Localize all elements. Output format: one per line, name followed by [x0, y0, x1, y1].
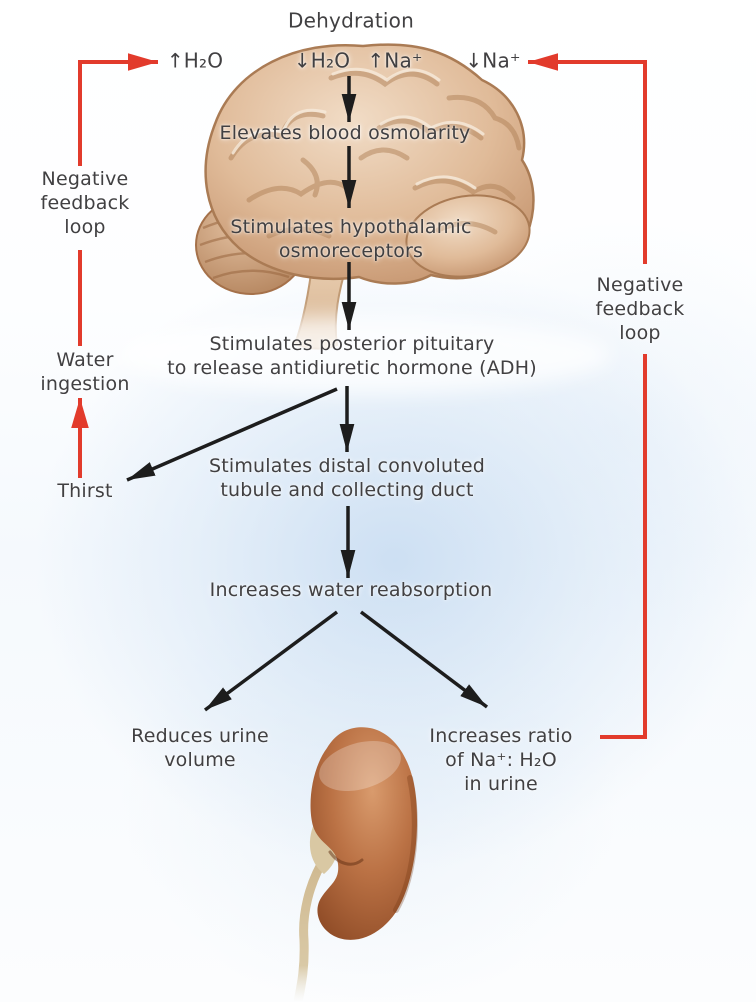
- label-h2o-decrease: ↓H₂O: [293, 48, 351, 73]
- node-hypothalamic-osmoreceptors: Stimulates hypothalamic osmoreceptors: [230, 216, 472, 262]
- arrow-reabsorption-to-na-ratio: [359, 610, 489, 709]
- label-h2o-increase: ↑H₂O: [166, 48, 224, 73]
- kidney-body: [310, 727, 418, 940]
- node-posterior-pituitary: Stimulates posterior pituitary to releas…: [167, 333, 537, 379]
- node-elevates-osmolarity: Elevates blood osmolarity: [219, 122, 471, 145]
- node-reduces-urine-volume: Reduces urine volume: [131, 725, 269, 771]
- feedback-arrow-left-to-h2o: [78, 53, 158, 166]
- ureter: [293, 851, 331, 1002]
- feedback-line-right-lower: [600, 354, 647, 739]
- label-negative-feedback-left: Negative feedback loop: [40, 168, 130, 238]
- brain-gyri-highlights: [231, 67, 485, 190]
- diagram-title: Dehydration: [288, 8, 414, 33]
- brain-gyri: [228, 70, 522, 239]
- node-thirst: Thirst: [57, 480, 113, 503]
- pituitary-highlight-cloud: [118, 316, 612, 394]
- kidney-highlight: [319, 741, 401, 791]
- label-na-decrease: ↓Na⁺: [465, 48, 521, 73]
- arrow-reabsorption-to-urine-volume: [203, 610, 339, 712]
- label-negative-feedback-right: Negative feedback loop: [595, 274, 685, 344]
- node-distal-tubule: Stimulates distal convoluted tubule and …: [208, 455, 486, 501]
- label-na-increase: ↑Na⁺: [367, 48, 423, 73]
- kidney-shading: [393, 775, 418, 913]
- node-water-ingestion: Water ingestion: [40, 349, 130, 395]
- kidney-illustration: [293, 727, 418, 1002]
- node-na-h2o-ratio: Increases ratio of Na⁺: H₂O in urine: [429, 725, 573, 795]
- brain-illustration: [195, 43, 535, 350]
- node-water-reabsorption: Increases water reabsorption: [209, 579, 493, 602]
- hilum-crease: [328, 850, 364, 866]
